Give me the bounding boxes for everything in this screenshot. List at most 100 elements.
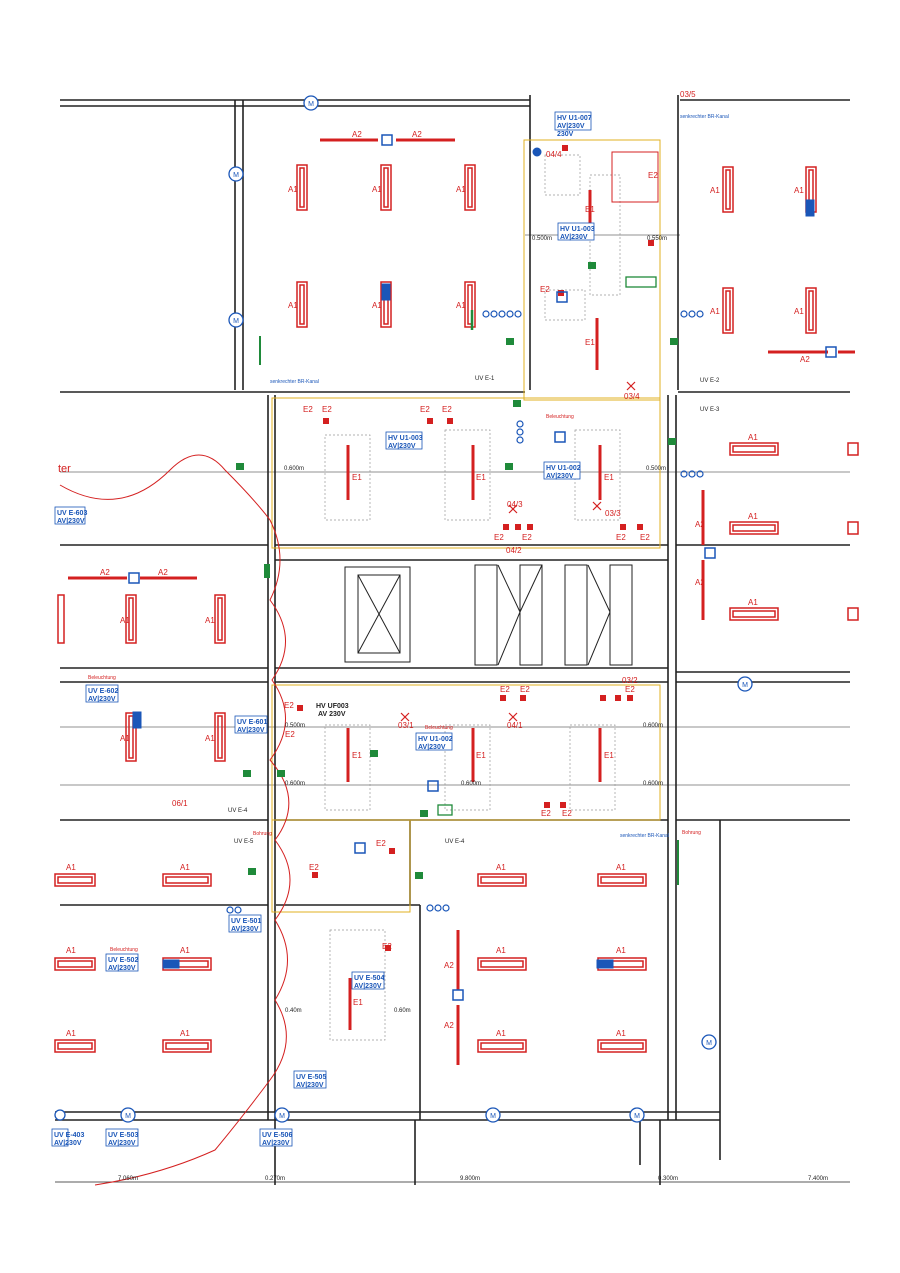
board-uv-e-503: UV E-503 AV|230V (105, 1128, 138, 1147)
emergency-signs (236, 262, 678, 879)
uv-tag: UV E-1 (475, 376, 495, 382)
board-uv-e-403: UV E-403 AV|230V (51, 1128, 84, 1147)
board-hv-u1-003: HV U1-003 AV|230V (557, 222, 595, 241)
stair-core (344, 564, 633, 666)
label-e2: E2 (382, 942, 392, 951)
label-a2: A2 (100, 568, 110, 577)
label-a2: A2 (695, 578, 705, 587)
dimension: 0.600m (285, 781, 305, 787)
uv-tag: UV E-4 (445, 839, 465, 845)
label-e2: E2 (640, 533, 650, 542)
label-e1: E1 (353, 998, 363, 1007)
shaft-note: senkrechter BR-Kanal (680, 114, 729, 120)
svg-text:UV E-502: UV E-502 (108, 957, 138, 964)
bore-note: Bohrung (253, 831, 272, 837)
room-ref: 03/4 (624, 392, 640, 401)
dimension: 0.550m (647, 236, 667, 242)
svg-text:AV|230V: AV|230V (54, 1140, 82, 1147)
label-a1: A1 (616, 1029, 626, 1038)
room-ref: 06/1 (172, 799, 188, 808)
dimension: 0.500m (646, 466, 666, 472)
lighting-note: Beleuchtung (110, 947, 138, 953)
label-a1: A1 (710, 186, 720, 195)
svg-text:UV E-503: UV E-503 (108, 1132, 138, 1139)
ceiling-grid-boxes (324, 154, 621, 1041)
svg-text:HV U1-003: HV U1-003 (560, 226, 595, 233)
column-m-icon (701, 1034, 717, 1050)
dimension: 0.500m (285, 723, 305, 729)
label-e2: E2 (616, 533, 626, 542)
label-e1: E1 (476, 751, 486, 760)
label-a1: A1 (288, 301, 298, 310)
uv-tag: UV E-3 (700, 407, 720, 413)
label-e2: E2 (494, 533, 504, 542)
svg-text:AV|230V: AV|230V (560, 234, 588, 241)
shaft-note: senkrechter BR-Kanal (270, 379, 319, 385)
label-a1: A1 (748, 512, 758, 521)
label-a1: A1 (748, 433, 758, 442)
label-a1: A1 (496, 946, 506, 955)
dimension: 0.600m (284, 466, 304, 472)
svg-text:UV E-506: UV E-506 (262, 1132, 292, 1139)
svg-text:M: M (634, 1113, 640, 1120)
svg-text:HV U1-007: HV U1-007 (557, 115, 592, 122)
room-ref: 03/2 (622, 676, 638, 685)
label-a1: A1 (496, 1029, 506, 1038)
label-a1: A1 (205, 734, 215, 743)
label-a1: A1 (120, 734, 130, 743)
label-a1: A1 (748, 598, 758, 607)
column-m-icon (120, 1107, 136, 1123)
svg-text:HV U1-002: HV U1-002 (418, 736, 453, 743)
column-m-icon (303, 95, 319, 111)
column-m-icon (228, 166, 244, 182)
label-e1: E1 (476, 473, 486, 482)
dimension-texts: 7.060m 0.270m 9.800m 0.300m 7.400m 0.500… (118, 236, 828, 1182)
label-a1: A1 (794, 186, 804, 195)
label-a1: A1 (496, 863, 506, 872)
label-a1: A1 (66, 1029, 76, 1038)
svg-text:UV E-403: UV E-403 (54, 1132, 84, 1139)
label-e1: E1 (604, 751, 614, 760)
board-hv-u1-002: HV U1-002 AV|230V (415, 732, 453, 751)
label-a2: A2 (412, 130, 422, 139)
svg-text:UV E-602: UV E-602 (88, 688, 118, 695)
svg-text:M: M (742, 682, 748, 689)
room-cross-marks (400, 381, 636, 722)
label-a1: A1 (372, 301, 382, 310)
svg-text:UV E-504: UV E-504 (354, 975, 384, 982)
label-e2: E2 (522, 533, 532, 542)
label-a1: A1 (180, 946, 190, 955)
svg-text:AV 230V: AV 230V (318, 711, 346, 718)
room-ref: 04/4 (546, 150, 562, 159)
room-ref: 03/3 (605, 509, 621, 518)
column-m-icon (228, 312, 244, 328)
column-m-icon (274, 1107, 290, 1123)
svg-text:AV|230V: AV|230V (296, 1082, 324, 1089)
svg-text:AV|230V: AV|230V (237, 727, 265, 734)
dimension: 0.300m (658, 1176, 678, 1182)
room-ref: 04/2 (506, 546, 522, 555)
svg-text:HV UF003: HV UF003 (316, 703, 349, 710)
label-e2: E2 (376, 839, 386, 848)
annotations: senkrechter BR-Kanal senkrechter BR-Kana… (58, 114, 729, 953)
column-m-icon (485, 1107, 501, 1123)
svg-text:HV U1-002: HV U1-002 (546, 465, 581, 472)
lighting-note: Beleuchtung (546, 414, 574, 420)
board-hv-u1-003: HV U1-003 AV|230V (385, 431, 423, 450)
lighting-note: Beleuchtung (425, 725, 453, 731)
label-a2: A2 (800, 355, 810, 364)
label-a1: A1 (288, 185, 298, 194)
label-e2: E2 (500, 685, 510, 694)
label-a1: A1 (710, 307, 720, 316)
label-e2: E2 (562, 809, 572, 818)
svg-text:M: M (490, 1113, 496, 1120)
label-a1: A1 (456, 185, 466, 194)
svg-text:230V: 230V (557, 131, 574, 138)
label-a1: A1 (66, 863, 76, 872)
svg-text:AV|230V: AV|230V (418, 744, 446, 751)
label-a1: A1 (66, 946, 76, 955)
label-a2: A2 (158, 568, 168, 577)
column-markers (54, 95, 753, 1123)
svg-text:AV|230V: AV|230V (231, 926, 259, 933)
